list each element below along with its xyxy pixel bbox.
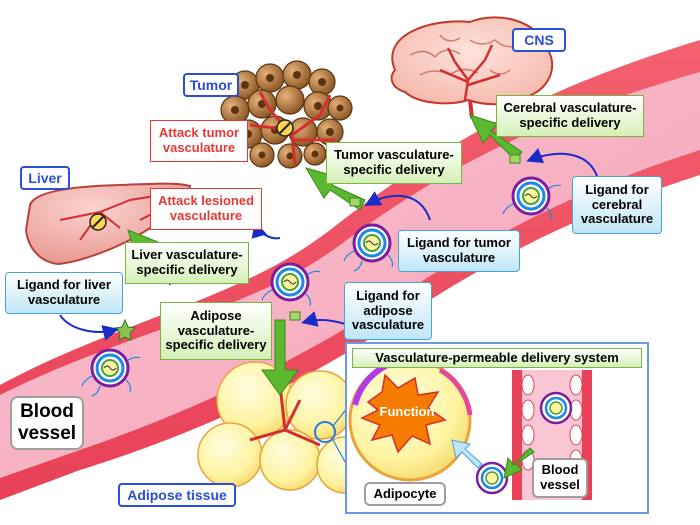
ligand-cerebral-label: Ligand for cerebral vasculature <box>572 176 662 234</box>
blood-vessel-lumen <box>0 72 700 478</box>
liver-tag: Liver <box>20 166 70 190</box>
cerebral-delivery-label: Cerebral vasculature- specific delivery <box>496 95 644 137</box>
attack-tumor-label: Attack tumor vasculature <box>150 120 248 162</box>
nanoparticle-icon <box>81 176 562 397</box>
ligand-anchors <box>289 154 521 321</box>
tumor-delivery-label: Tumor vasculature- specific delivery <box>326 142 462 184</box>
explosion-icon <box>360 373 447 454</box>
inhibition-icon <box>89 119 294 231</box>
inset-blood-vessel-label: Blood vessel <box>532 458 588 498</box>
tumor-cells-icon <box>220 60 353 169</box>
blood-vessel-wall <box>0 40 700 500</box>
ligand-adipose-label: Ligand for adipose vasculature <box>344 282 432 340</box>
inset-title: Vasculature-permeable delivery system <box>352 348 642 368</box>
blood-vessel-label: Blood vessel <box>10 396 84 450</box>
cns-tag: CNS <box>512 28 566 52</box>
ligand-tumor-label: Ligand for tumor vasculature <box>398 230 520 272</box>
ligand-liver-label: Ligand for liver vasculature <box>5 272 123 314</box>
liver-delivery-label: Liver vasculature- specific delivery <box>125 242 249 284</box>
adipose-tissue-tag: Adipose tissue <box>118 483 236 507</box>
tumor-tag: Tumor <box>183 73 239 97</box>
adipocyte-label: Adipocyte <box>364 482 446 506</box>
function-label: Function <box>379 403 435 419</box>
adipose-delivery-label: Adipose vasculature- specific delivery <box>160 302 272 360</box>
attack-lesioned-label: Attack lesioned vasculature <box>150 188 262 230</box>
